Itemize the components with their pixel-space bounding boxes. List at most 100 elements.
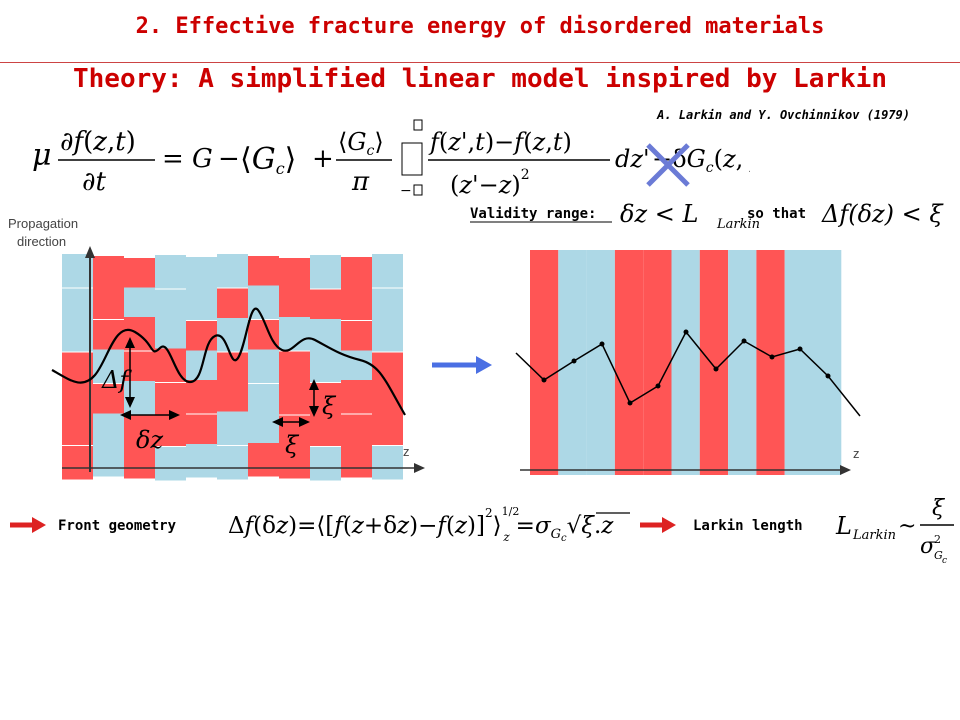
disorder-cell	[155, 447, 186, 481]
validity-condition: δz < L	[620, 200, 698, 228]
disorder-cell	[93, 443, 124, 477]
left-axis-z: z	[403, 444, 410, 459]
so-that-label: so that	[747, 206, 806, 222]
disorder-cell	[93, 413, 124, 447]
integral-placeholder	[401, 142, 423, 176]
disorder-cell	[279, 258, 310, 292]
disorder-cell	[62, 382, 93, 416]
disorder-cell	[341, 286, 372, 320]
disorder-cell	[310, 412, 341, 446]
xi-label-right: ξ	[322, 392, 337, 420]
disorder-cell	[124, 415, 155, 449]
disorder-cell	[186, 286, 217, 320]
disorder-cell	[124, 445, 155, 479]
disorder-cell	[372, 446, 403, 480]
right-columns-panel: z	[515, 250, 861, 475]
disorder-cell	[217, 254, 248, 288]
disorder-cell	[124, 351, 155, 385]
eq-minus: −	[218, 144, 240, 174]
validity-condition-sub: Larkin	[716, 217, 760, 232]
eq-denominator-partial: ∂t	[82, 167, 106, 197]
eq-equals: =	[162, 144, 184, 174]
eq-mu: μ	[32, 138, 52, 173]
front-geometry-label: Front geometry	[58, 518, 177, 534]
larkin-sub: Larkin	[852, 528, 896, 543]
disorder-cell	[372, 318, 403, 352]
column-stripe	[671, 250, 700, 475]
disorder-cell	[93, 285, 124, 319]
propagation-label-line1: Propagation	[8, 216, 78, 231]
disorder-cell	[310, 447, 341, 481]
disorder-cell	[341, 444, 372, 478]
disorder-cell	[93, 320, 124, 354]
disorder-cell	[93, 384, 124, 418]
disorder-cell	[248, 256, 279, 290]
front-nodes	[541, 329, 831, 406]
disorder-cell	[186, 257, 217, 291]
column-stripe	[756, 250, 785, 475]
disorder-cell	[310, 319, 341, 353]
eq-integrand-den: (z'−z)2	[450, 167, 530, 199]
delta-f-label: Δf	[101, 366, 132, 394]
larkin-denominator: σ	[920, 534, 936, 559]
disorder-cell	[279, 287, 310, 321]
disorder-cell	[62, 254, 93, 288]
disorder-cell	[372, 411, 403, 445]
larkin-tilde: ~	[898, 514, 916, 539]
column-stripe	[699, 250, 729, 475]
eq-plus: +	[312, 144, 334, 174]
disorder-cell	[372, 382, 403, 416]
disorder-cell	[155, 289, 186, 323]
reference-citation: A. Larkin and Y. Ovchinnikov (1979)	[657, 108, 910, 122]
disorder-grid	[62, 254, 403, 481]
eq-G: G	[192, 144, 213, 174]
disorder-cell	[217, 382, 248, 416]
disorder-cell	[62, 318, 93, 352]
disorder-cell	[155, 255, 186, 289]
bottom-equations: Front geometry Δf(δz)=⟨[f(z+δz)−f(z)]2⟩1…	[10, 496, 954, 566]
section-title: 2. Effective fracture energy of disorder…	[135, 14, 825, 39]
column-stripe	[813, 250, 842, 475]
disorder-cell	[186, 414, 217, 448]
disorder-cell	[93, 349, 124, 383]
disorder-cell	[279, 381, 310, 415]
eq-mean-Gc: ⟨Gc⟩	[240, 142, 296, 178]
disorder-cell	[310, 255, 341, 289]
disorder-cell	[310, 289, 341, 323]
disorder-cell	[248, 320, 279, 354]
eq-delta-Gc: −δGc(z, f(z,t))	[652, 145, 750, 176]
validity-label: Validity range:	[470, 206, 596, 222]
disorder-cell	[248, 443, 279, 477]
disorder-cell	[248, 349, 279, 383]
xi-label-bottom: ξ	[285, 431, 300, 459]
column-stripe	[530, 250, 559, 475]
eq-dz: dz'	[615, 145, 650, 173]
crack-front-curve	[51, 307, 406, 416]
disorder-cell	[310, 348, 341, 382]
larkin-den-sub: G	[934, 549, 943, 562]
disorder-cell	[62, 288, 93, 322]
disorder-cell	[372, 254, 403, 288]
disorder-cell	[341, 257, 372, 291]
eq-numerator-partial: ∂f(z,t)	[60, 127, 136, 157]
main-title: Theory: A simplified linear model inspir…	[73, 64, 887, 94]
disorder-cell	[124, 287, 155, 321]
disorder-cell	[62, 411, 93, 445]
transition-arrow	[432, 356, 492, 374]
validity-consequence: Δf(δz) < ξ	[821, 200, 944, 228]
disorder-cell	[341, 414, 372, 448]
larkin-den-subsub: c	[942, 556, 947, 566]
left-disorder-panel: Propagation direction z Δf δz ξ ξ	[8, 216, 425, 481]
larkin-den-sup: 2	[934, 533, 941, 546]
validity-range: Validity range: δz < L Larkin so that Δf…	[470, 200, 944, 232]
svg-text:−: −	[400, 183, 412, 199]
disorder-cell	[124, 258, 155, 292]
front-geometry-arrow	[10, 517, 46, 533]
disorder-cell	[93, 256, 124, 290]
disorder-cell	[248, 413, 279, 447]
column-stripe	[784, 250, 813, 475]
column-stripe	[643, 250, 672, 475]
disorder-cell	[279, 351, 310, 385]
propagation-label-line2: direction	[17, 234, 66, 249]
